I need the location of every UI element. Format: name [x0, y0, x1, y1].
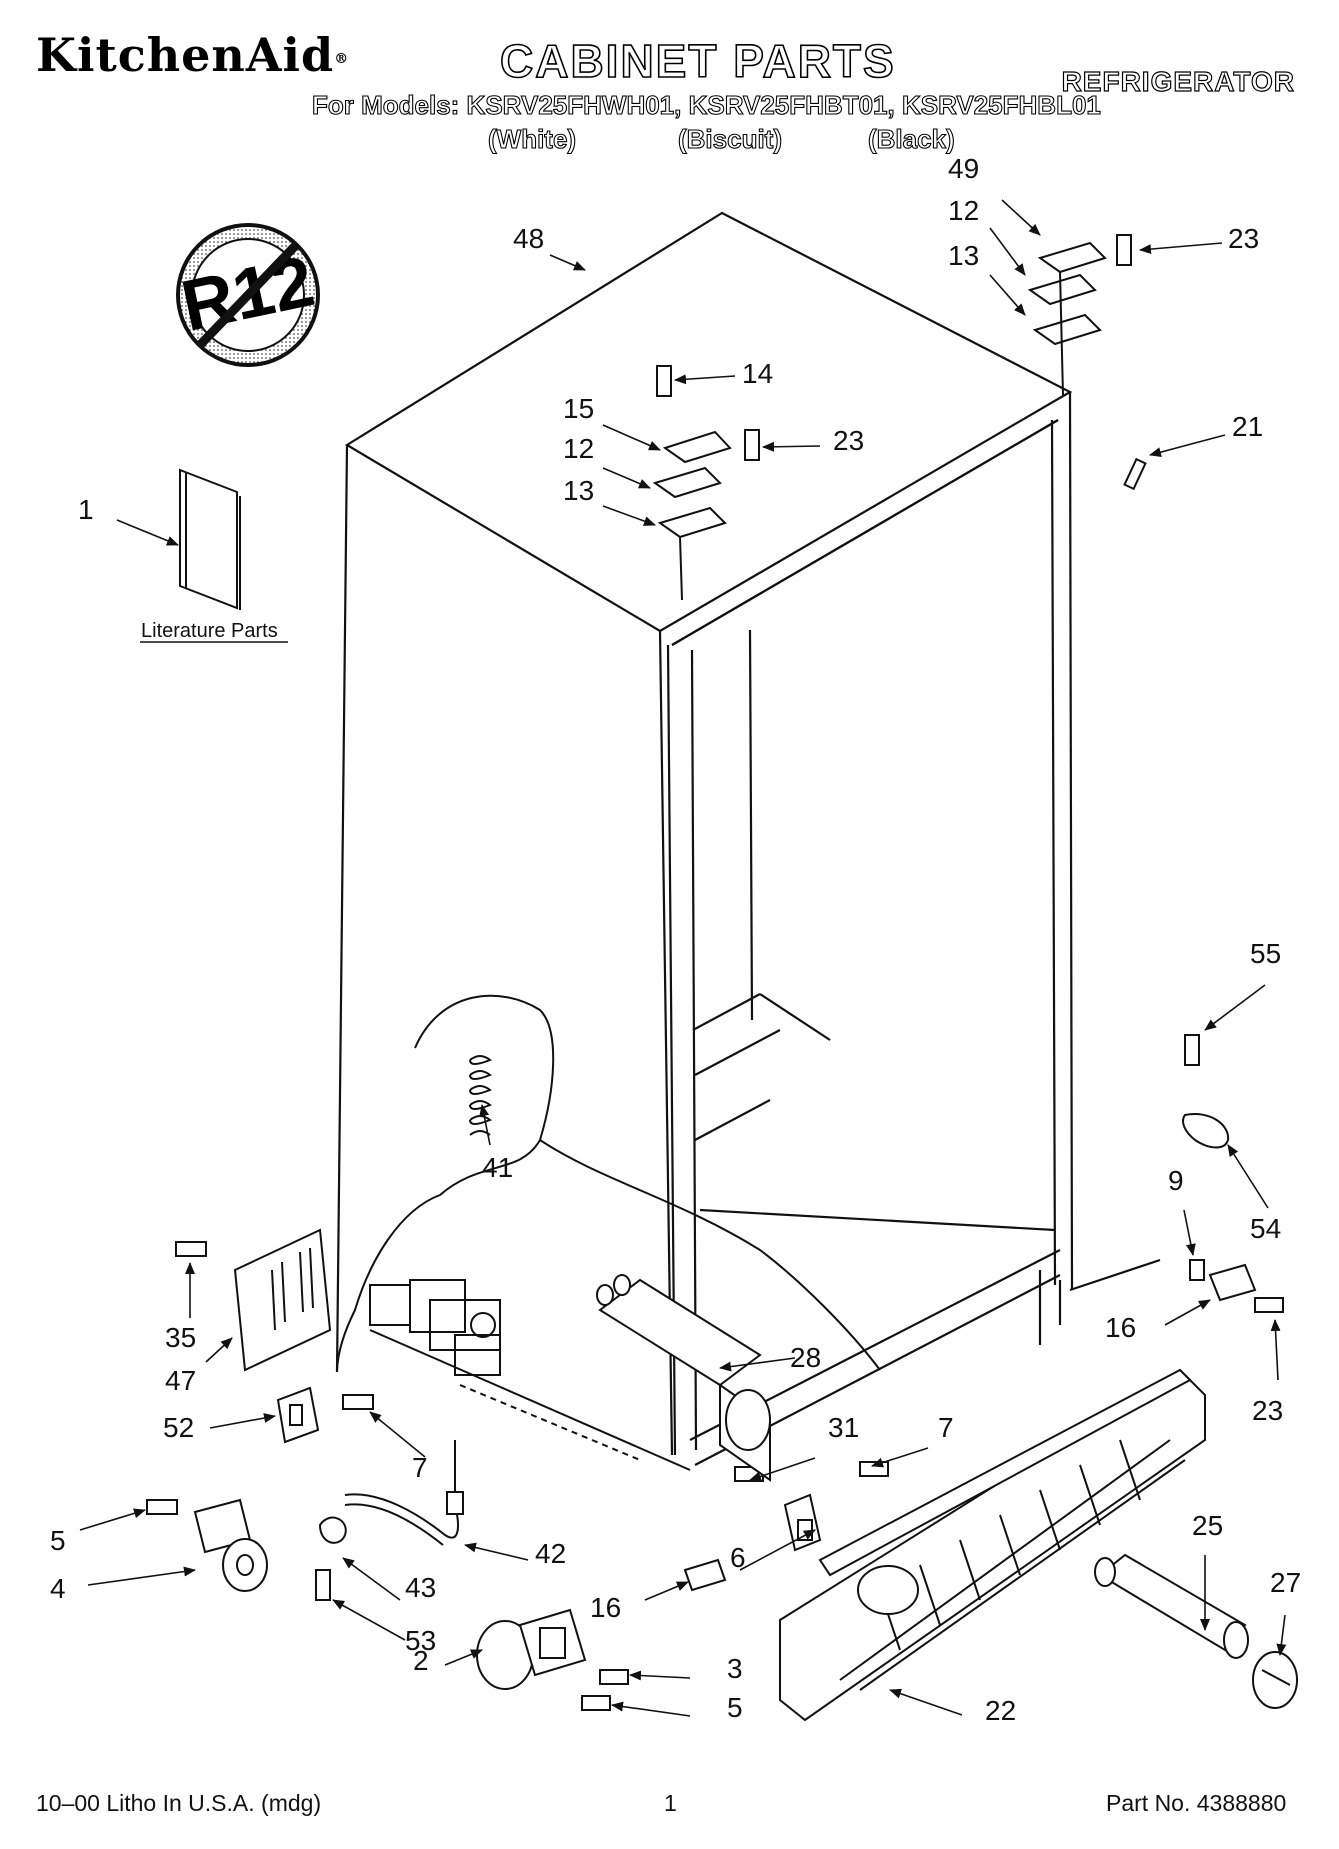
callout-22: 22: [985, 1695, 1016, 1726]
callout-16-right: 16: [1105, 1312, 1136, 1343]
callout-15: 15: [563, 393, 594, 424]
top-hinge-assembly-right: [1027, 241, 1107, 396]
callout-12-top-left: 12: [563, 433, 594, 464]
callout-9: 9: [1168, 1165, 1184, 1196]
drain-tube-part-42: [344, 1440, 464, 1546]
callout-42: 42: [535, 1538, 566, 1569]
cutaway-section: [336, 994, 881, 1471]
callout-55: 55: [1250, 938, 1281, 969]
callout-53: 53: [405, 1625, 436, 1656]
callout-2: 2: [413, 1645, 429, 1676]
callouts: [79, 199, 1287, 1717]
color-black: (Black): [867, 123, 955, 154]
callout-7-right: 7: [938, 1412, 954, 1443]
brand-name: KitchenAid: [36, 28, 335, 82]
callout-21: 21: [1232, 411, 1263, 442]
callout-28: 28: [790, 1342, 821, 1373]
water-filter-part-25: [1094, 1553, 1249, 1659]
callout-35: 35: [165, 1322, 196, 1353]
callout-25: 25: [1192, 1510, 1223, 1541]
callout-23-top-left: 23: [833, 425, 864, 456]
literature-booklet-icon: [179, 468, 241, 610]
page-title: CABINET PARTS: [499, 34, 896, 88]
callout-5-left: 5: [50, 1525, 66, 1556]
filter-cap-part-27: [1252, 1651, 1298, 1709]
callout-5-lower: 5: [727, 1692, 743, 1723]
footer-page-number: 1: [664, 1790, 677, 1816]
roller-bracket-part-2: [476, 1608, 587, 1690]
color-biscuit: (Biscuit): [677, 123, 782, 154]
bracket-part-6: [783, 1493, 822, 1552]
footer-print-info: 10–00 Litho In U.S.A. (mdg): [36, 1790, 322, 1816]
callout-14: 14: [742, 358, 773, 389]
callout-7-left: 7: [412, 1452, 428, 1483]
callout-4: 4: [50, 1573, 66, 1604]
callout-54: 54: [1250, 1213, 1281, 1244]
callout-12-top-right: 12: [948, 195, 979, 226]
callout-23-lower-right: 23: [1252, 1395, 1283, 1426]
roller-part-4: [193, 1498, 268, 1592]
clamp-part-43: [318, 1516, 347, 1544]
callout-13-top-right: 13: [948, 240, 979, 271]
model-numbers: For Models: KSRV25FHWH01, KSRV25FHBT01, …: [311, 89, 1101, 120]
callout-13-top-left: 13: [563, 475, 594, 506]
no-r12-icon: R12: [175, 223, 321, 367]
callout-47: 47: [165, 1365, 196, 1396]
brand-logo: KitchenAid®: [36, 28, 349, 82]
callout-3: 3: [727, 1653, 743, 1684]
callout-6: 6: [730, 1542, 746, 1573]
callout-1: 1: [78, 494, 94, 525]
clip-part-52: [276, 1386, 320, 1444]
bracket-part-16: [683, 1558, 727, 1592]
bracket-part-9: [1189, 1259, 1257, 1302]
callout-27: 27: [1270, 1567, 1301, 1598]
color-white: (White): [487, 123, 577, 154]
literature-parts-label: Literature Parts: [141, 620, 278, 642]
callout-31: 31: [828, 1412, 859, 1443]
cabinet-shell: [335, 211, 1161, 1466]
callout-52: 52: [163, 1412, 194, 1443]
footer-part-number: Part No. 4388880: [1106, 1790, 1287, 1816]
brand-registered-mark: ®: [334, 51, 350, 67]
callout-49: 49: [948, 153, 979, 184]
callout-16-lower: 16: [590, 1592, 621, 1623]
bracket-part-54: [1182, 1113, 1230, 1149]
callout-labels: 1 48 49 12 13 23 14 15 12 13 23 21 55 54…: [50, 153, 1301, 1726]
top-hinge-assembly-left: [652, 430, 732, 601]
toe-grille-part-22: [779, 1368, 1206, 1722]
appliance-category: REFRIGERATOR: [1061, 65, 1295, 97]
rear-access-panel: [233, 1228, 332, 1372]
callout-43: 43: [405, 1572, 436, 1603]
callout-23-top-right: 23: [1228, 223, 1259, 254]
callout-48: 48: [513, 223, 544, 254]
water-valve-part-28: [596, 1274, 771, 1482]
callout-41: 41: [482, 1152, 513, 1183]
